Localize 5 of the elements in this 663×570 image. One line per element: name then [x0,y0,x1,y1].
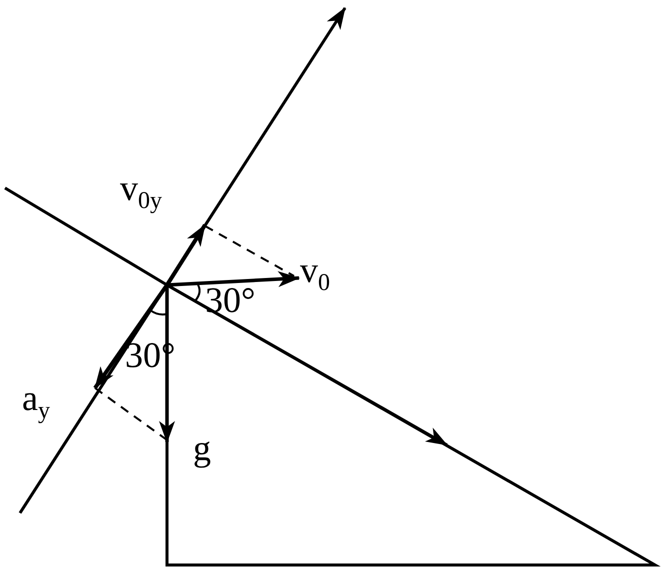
vector-label: v$_{0}$ [300,252,330,295]
vector-label: g [193,430,211,466]
angle-label: 30° [205,282,256,318]
vector-label: v$_{0y}$ [120,170,162,213]
vector-label: a$_{y}$ [22,380,50,423]
